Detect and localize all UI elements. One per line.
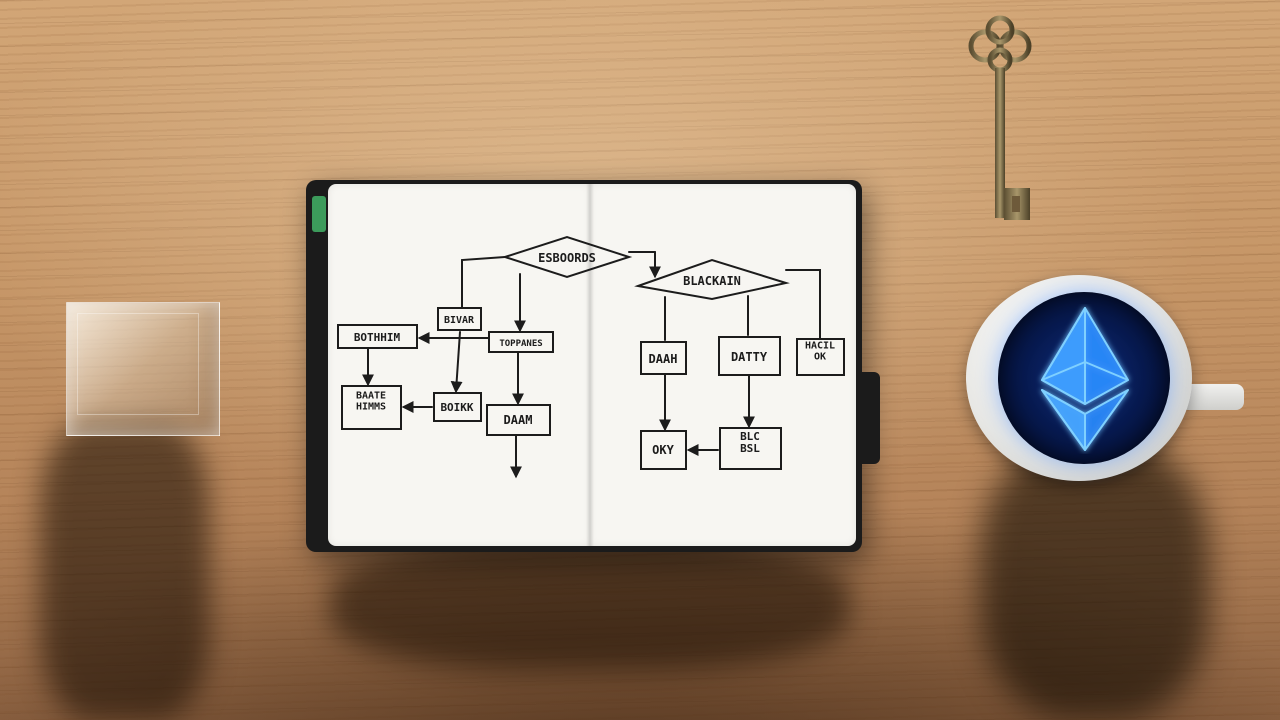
flow-node-bivar [437, 307, 482, 331]
node-label-daam: DAAM [504, 413, 533, 427]
decision-diamond-right [634, 258, 790, 301]
notebook-page-right [590, 184, 856, 546]
cube-shadow [40, 420, 210, 720]
ethereum-icon [1041, 307, 1129, 451]
flow-node-daah [640, 341, 687, 375]
diamond-label-left: ESBOORDS [538, 251, 596, 265]
notebook-strap [860, 372, 880, 464]
flow-node-bothhim [337, 324, 418, 349]
node-label-datty: DATTY [731, 350, 768, 364]
connector [785, 269, 821, 340]
decision-diamond-left [501, 235, 633, 279]
notebook-shadow [330, 540, 850, 670]
diamond-label-right: BLACKAIN [683, 274, 741, 288]
vintage-key [968, 15, 1032, 220]
node-label-bivar: BIVAR [444, 315, 475, 326]
notebook-gutter [586, 184, 594, 546]
node-label-toppanes: TOPPANES [499, 339, 542, 349]
node-label-oky: OKY [652, 443, 674, 457]
connector [450, 331, 463, 394]
node-label-bothhim: BOTHHIM [354, 331, 401, 344]
mug-shadow [980, 440, 1210, 720]
bookmark-ribbon [312, 196, 326, 232]
node-label-boikk: BOIKK [440, 401, 473, 414]
node-label-daah: DAAH [649, 352, 678, 366]
connector [461, 256, 506, 309]
glass-cube [66, 302, 220, 436]
